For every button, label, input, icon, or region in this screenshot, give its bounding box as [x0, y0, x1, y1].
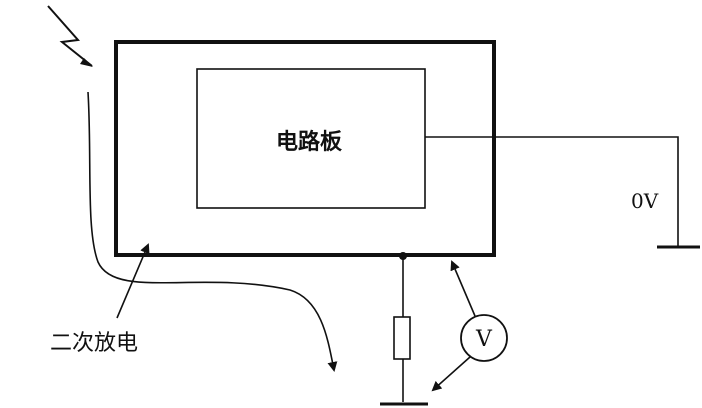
board-to-ground-wire	[425, 136, 679, 247]
secondary-discharge-label: 二次放电	[50, 331, 138, 356]
lightning-bolt-icon	[47, 5, 93, 67]
secondary-discharge-pointer	[116, 243, 150, 319]
lightning-bolt-tip	[80, 58, 93, 67]
circuit-board-box	[196, 68, 426, 209]
circuit-board-label: 电路板	[276, 129, 343, 155]
voltmeter-circle	[460, 314, 508, 362]
outer-enclosure	[114, 40, 496, 257]
resistor-body	[393, 316, 411, 360]
discharge-path-curve	[87, 91, 338, 372]
voltmeter-lead-bottom	[431, 356, 471, 392]
zero-volt-label: 0V	[631, 189, 659, 213]
voltmeter-label: V	[475, 327, 493, 352]
voltmeter-lead-top	[450, 260, 476, 317]
